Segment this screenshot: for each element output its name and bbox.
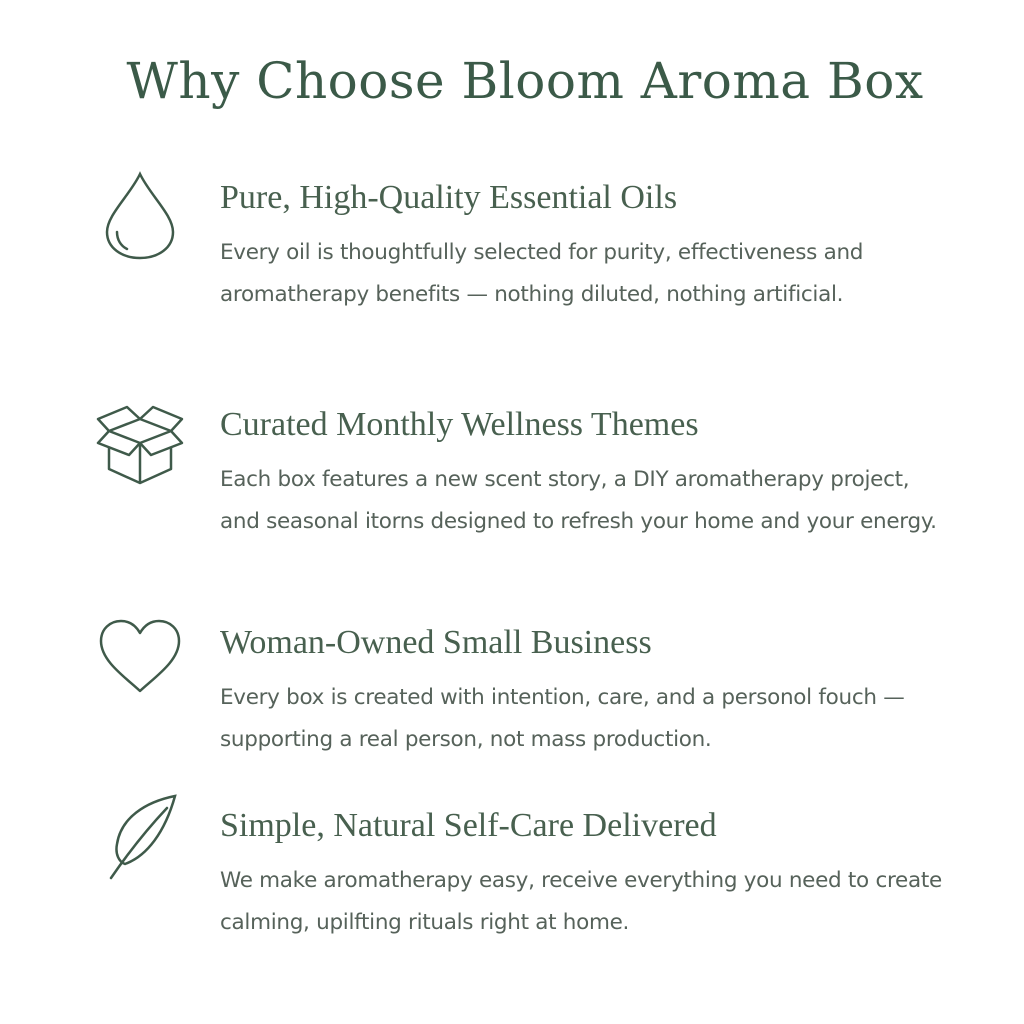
leaf-icon — [95, 792, 185, 882]
feature-heading: Woman-Owned Small Business — [220, 624, 652, 661]
feature-description: We make aromatherapy easy, receive every… — [220, 868, 942, 935]
open-box-icon — [95, 397, 185, 487]
feature-description: Each box features a new scent story, a D… — [220, 467, 937, 534]
heart-icon — [95, 613, 185, 703]
droplet-icon — [95, 170, 185, 260]
feature-heading: Pure, High-Quality Essential Oils — [220, 179, 678, 216]
feature-description: Every box is created with intention, car… — [220, 685, 905, 752]
feature-heading: Simple, Natural Self-Care Delivered — [220, 807, 717, 844]
page-title: Why Choose Bloom Aroma Box — [126, 52, 924, 110]
feature-heading: Curated Monthly Wellness Themes — [220, 406, 699, 443]
feature-description: Every oil is thoughtfully selected for p… — [220, 240, 864, 307]
